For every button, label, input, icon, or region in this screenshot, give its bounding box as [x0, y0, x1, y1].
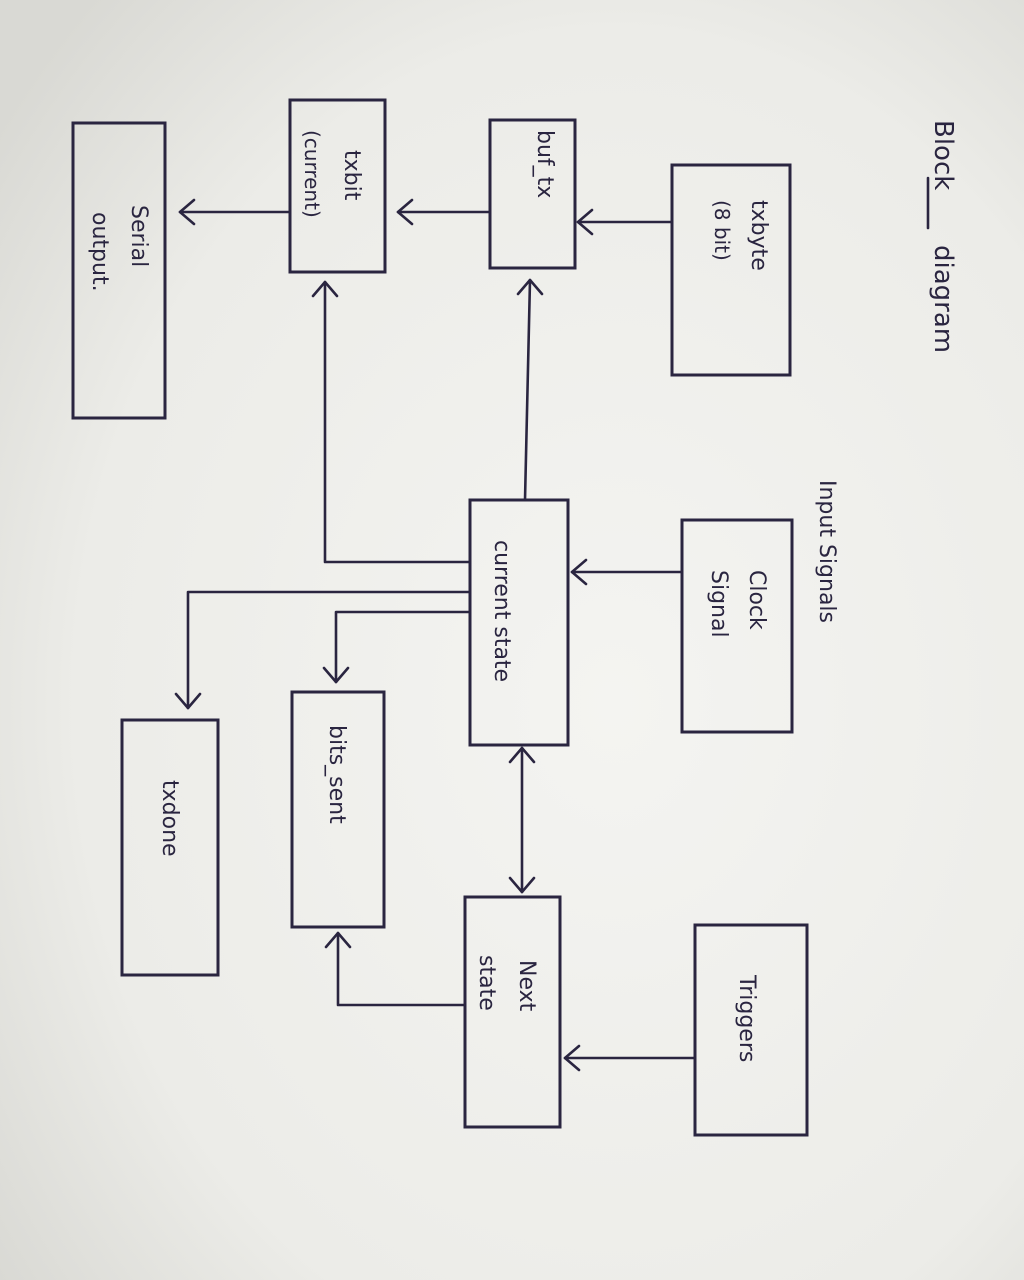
- title-word-diagram: diagram: [928, 245, 958, 353]
- block-frame: [71, 121, 167, 420]
- arrow-clock-to-currentstate: [570, 558, 684, 586]
- block-label: bits_sent: [324, 725, 349, 824]
- block-sublabel: output.: [87, 212, 112, 292]
- block-frame: [488, 118, 577, 270]
- arrow-nextstate-to-bitssent: [324, 931, 467, 1007]
- block-tx-done: txdone: [120, 718, 220, 977]
- input-signals-label: Input Signals: [814, 480, 839, 623]
- arrow-txbit-to-serial: [178, 198, 292, 226]
- block-sublabel: (8 bit): [710, 200, 734, 261]
- arrow-buftx-to-txbit: [396, 198, 492, 226]
- block-label: Serial: [126, 205, 151, 267]
- block-frame: [288, 98, 387, 274]
- block-sublabel: (current): [300, 130, 324, 218]
- diagram-title: Block diagram: [928, 120, 958, 353]
- block-frame: [670, 163, 792, 377]
- title-word-block: Block: [928, 120, 958, 190]
- arrow-currentstate-to-buftx: [516, 278, 544, 502]
- block-bits-sent: bits_sent: [290, 690, 386, 929]
- block-serial-output: Serial output.: [71, 121, 167, 420]
- block-label: Clock: [744, 570, 769, 630]
- block-frame: [680, 518, 794, 734]
- arrow-triggers-to-nextstate: [563, 1044, 697, 1072]
- block-current-state: current state: [468, 498, 570, 747]
- block-sublabel: Signal: [706, 570, 731, 638]
- block-frame: [463, 895, 562, 1129]
- block-clock-signal: Clock Signal: [680, 518, 794, 734]
- block-next-state: Next state: [463, 895, 562, 1129]
- block-triggers: Triggers: [693, 923, 809, 1137]
- block-tx-byte: txbyte (8 bit): [670, 163, 792, 377]
- block-label: txbyte: [746, 200, 771, 271]
- connectors: [174, 198, 697, 1072]
- block-label: Next: [514, 960, 539, 1012]
- arrow-currentstate-to-bitssent: [322, 610, 472, 684]
- block-frame: [290, 690, 386, 929]
- block-label: current state: [489, 540, 514, 682]
- block-tx-bit: txbit (current): [288, 98, 387, 274]
- block-frame: [120, 718, 220, 977]
- arrow-currentstate-nextstate: [508, 746, 536, 894]
- svg-text:Input Signals: Input Signals: [814, 480, 839, 623]
- block-buf-tx: buf_tx: [488, 118, 577, 270]
- block-frame: [693, 923, 809, 1137]
- block-frame: [468, 498, 570, 747]
- block-label: txdone: [157, 780, 182, 857]
- block-sublabel: state: [474, 955, 499, 1011]
- arrow-txbyte-to-buftx: [576, 208, 674, 236]
- arrow-currentstate-to-txdone: [174, 590, 472, 710]
- block-label: Triggers: [734, 974, 759, 1062]
- block-label: buf_tx: [532, 130, 557, 198]
- arrow-currentstate-to-txbit: [311, 280, 472, 564]
- block-label: txbit: [339, 150, 364, 201]
